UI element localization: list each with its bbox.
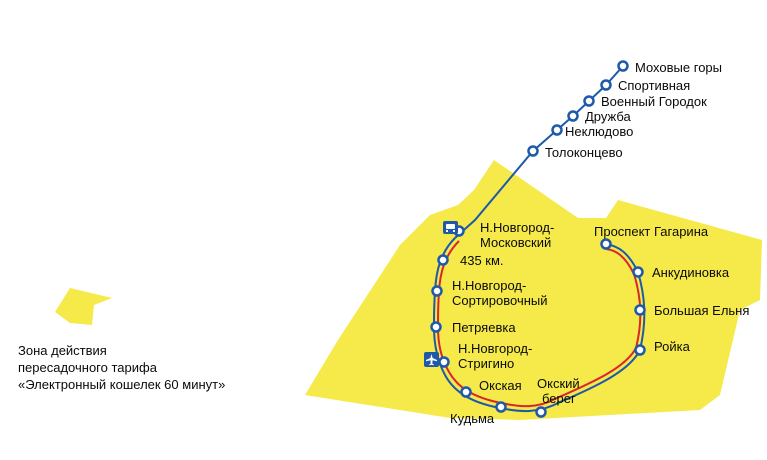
station-dot-sportivnaya: [600, 79, 612, 91]
label-oksky-bereg-line1: Окский: [537, 376, 580, 391]
station-dot-sortirovochny: [431, 285, 443, 297]
legend-line-3: «Электронный кошелек 60 минут»: [18, 377, 226, 392]
legend-line-2: пересадочного тарифа: [18, 360, 157, 375]
label-moskovsky-line2: Московский: [480, 235, 551, 250]
stations: [430, 60, 646, 418]
label-ankudinovka: Анкудиновка: [652, 265, 730, 280]
label-sortirovochny-line2: Сортировочный: [452, 293, 548, 308]
station-dot-435km: [437, 254, 449, 266]
airplane-icon: [424, 352, 439, 367]
label-neklyudovo: Неклюдово: [565, 124, 633, 139]
label-okskaya: Окская: [479, 378, 522, 393]
label-moskovsky-line1: Н.Новгород-: [480, 220, 554, 235]
label-bolshaya-elnya: Большая Ельня: [654, 303, 749, 318]
station-dot-voenny-gorodok: [583, 95, 595, 107]
station-dot-tolokontsevo: [527, 145, 539, 157]
label-sortirovochny-line1: Н.Новгород-: [452, 278, 526, 293]
station-dot-petryaevka: [430, 321, 442, 333]
tariff-zone-area: [305, 160, 762, 420]
label-strigino-line1: Н.Новгород-: [458, 341, 532, 356]
label-strigino-line2: Стригино: [458, 356, 514, 371]
station-dot-druzhba: [567, 110, 579, 122]
label-petryaevka: Петряевка: [452, 320, 516, 335]
station-dot-ankudinovka: [632, 266, 644, 278]
legend-line-1: Зона действия: [18, 343, 107, 358]
legend-text: Зона действия пересадочного тарифа «Элек…: [18, 342, 225, 393]
label-roika: Ройка: [654, 339, 691, 354]
legend-zone-swatch: [55, 288, 112, 325]
label-oksky-bereg-line2: берег: [542, 391, 576, 406]
label-435km: 435 км.: [460, 253, 504, 268]
label-kudma: Кудьма: [450, 411, 495, 426]
station-dot-neklyudovo-a: [551, 124, 563, 136]
label-tolokontsevo: Толоконцево: [545, 145, 623, 160]
station-dot-strigino: [438, 356, 450, 368]
label-druzhba: Дружба: [585, 109, 632, 124]
label-voenny-gorodok: Военный Городок: [601, 94, 707, 109]
train-icon: [443, 221, 458, 234]
station-dot-bolshaya-elnya: [634, 304, 646, 316]
station-dot-prospekt-gagarina: [600, 238, 612, 250]
station-dot-kudma: [495, 401, 507, 413]
station-dot-roika: [634, 344, 646, 356]
label-prospekt-gagarina: Проспект Гагарина: [594, 224, 709, 239]
station-dot-okskaya: [460, 386, 472, 398]
station-dot-oksky-bereg: [535, 406, 547, 418]
label-sportivnaya: Спортивная: [618, 78, 690, 93]
station-dot-mokhovye-gory: [617, 60, 629, 72]
label-mokhovye-gory: Моховые горы: [635, 60, 722, 75]
